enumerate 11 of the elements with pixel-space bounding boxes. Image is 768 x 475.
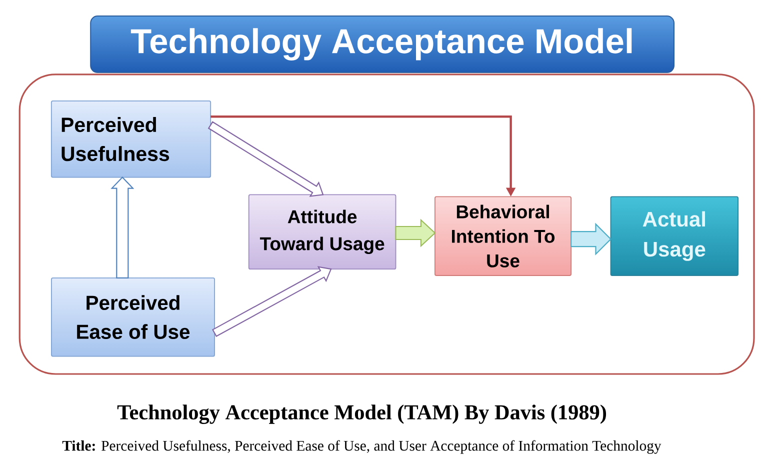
concept-box: Perceived Ease of Use xyxy=(51,277,215,357)
concept-box: Attitude Toward Usage xyxy=(248,194,396,270)
concept-box: Actual Usage xyxy=(610,196,738,276)
block-arrow xyxy=(395,218,436,248)
block-arrow xyxy=(110,176,134,278)
caption: Technology Acceptance Model (TAM) By Davis (1989) xyxy=(117,404,606,424)
concept-box: Perceived Usefulness xyxy=(50,100,212,178)
concept-box: Behavioral Intention To Use xyxy=(434,196,572,276)
source-note: Title: Perceived Usefulness, Perceived Ease of Use, and User Acceptance of Information Technology xyxy=(62,440,662,454)
block-arrow xyxy=(570,222,612,256)
title-banner: Technology Acceptance Model xyxy=(90,16,674,74)
